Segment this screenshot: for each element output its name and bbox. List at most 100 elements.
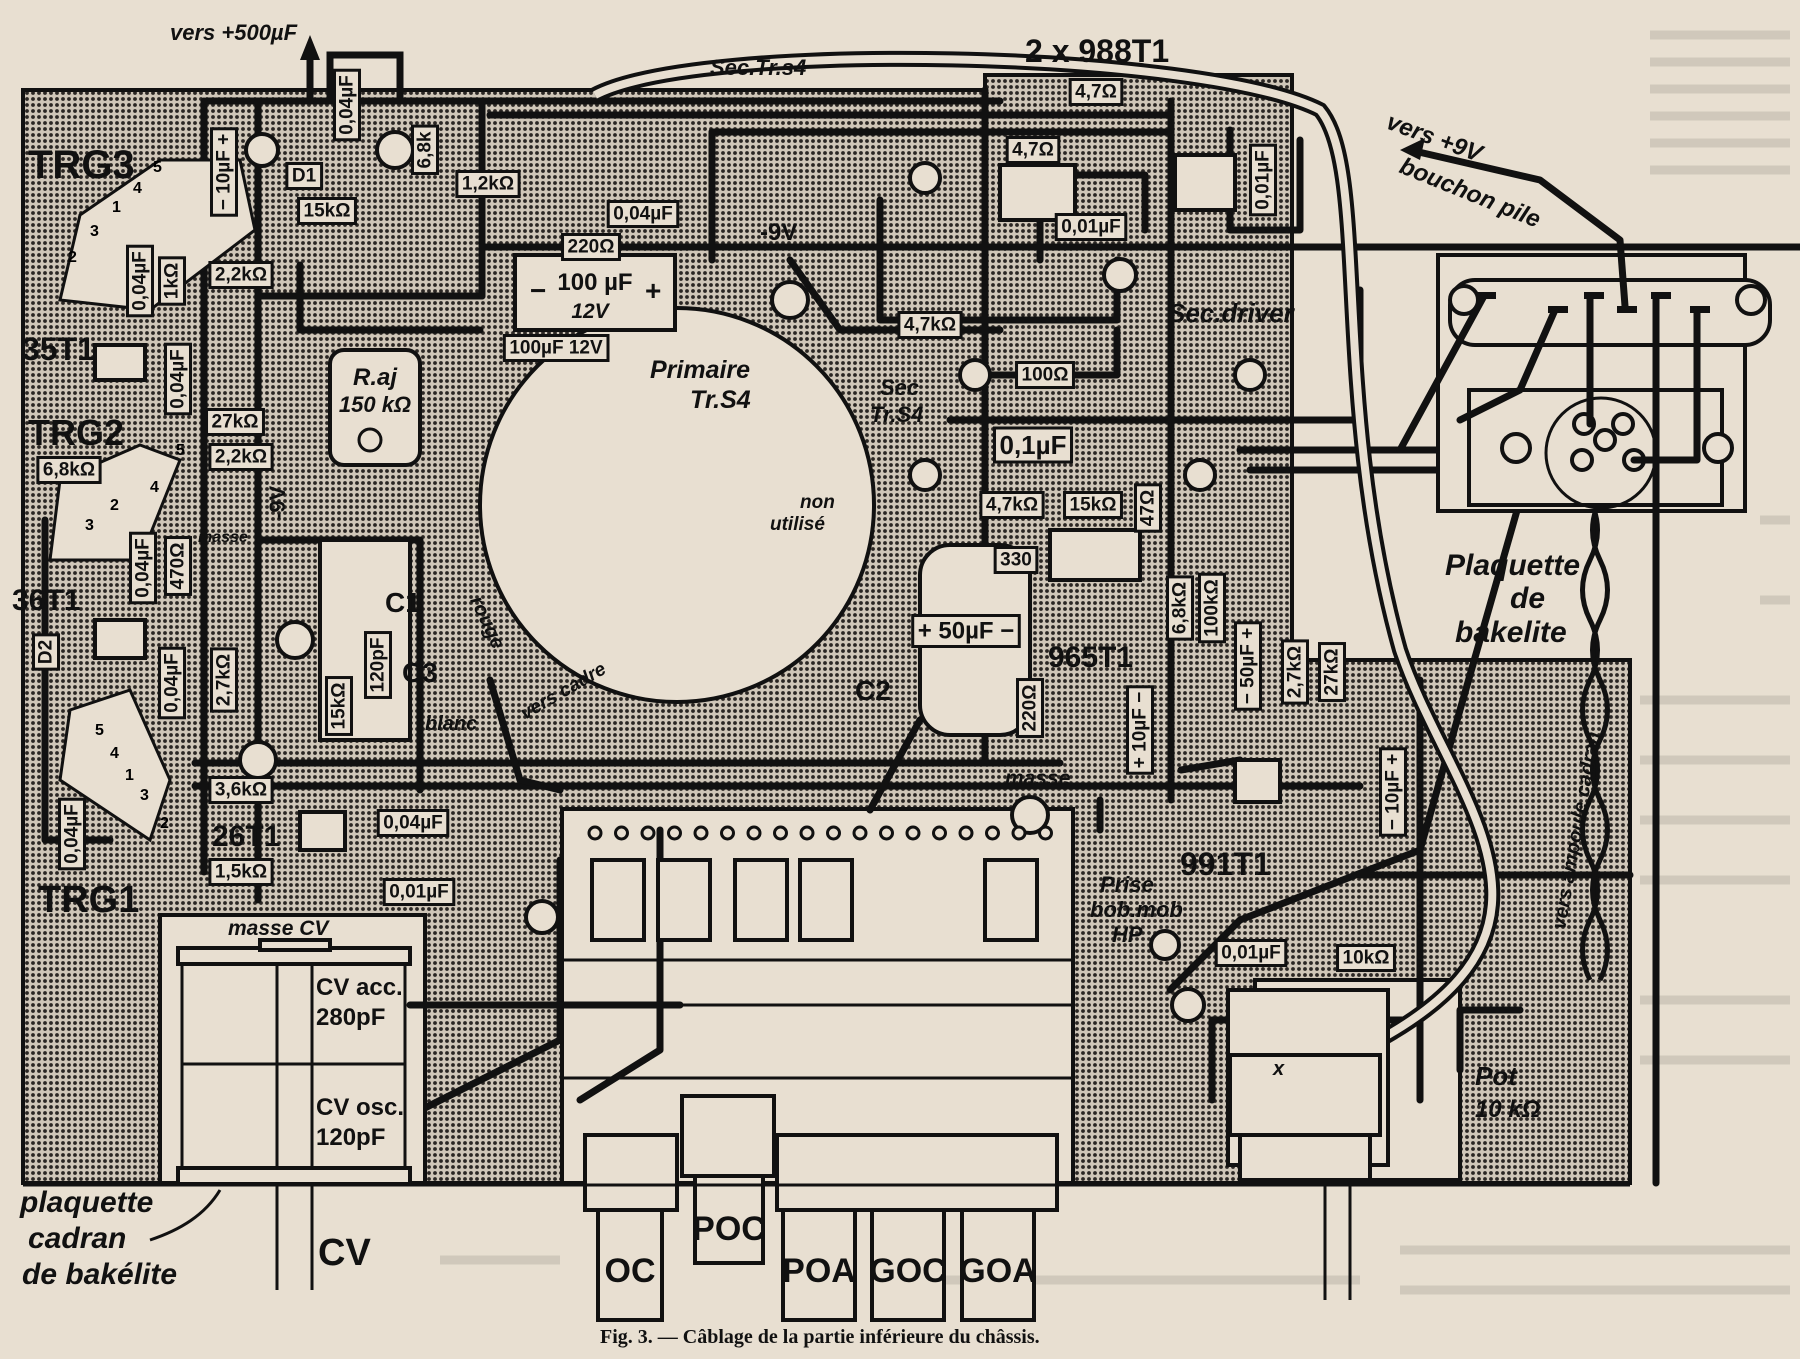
label-bob-mob: bob.mob [1090,897,1183,922]
capacitor: 0,01µF [1054,213,1128,241]
component-value: 15kΩ [329,683,350,730]
label-utilise: utilisé [770,514,825,535]
component-body [158,256,186,306]
resistor: 1,5kΩ [208,858,274,886]
component-body [1318,642,1346,702]
component-value: 27kΩ [212,412,259,433]
button-goc[interactable]: GOC [869,1208,947,1322]
masse-cv-label: masse CV [228,917,330,940]
label-blanc: blanc [425,713,477,735]
component-value: D2 [36,640,57,664]
pin: 5 [153,159,162,176]
switch-contact-hole [746,825,762,841]
label-sec: Sec [880,375,919,400]
component-body [1336,944,1396,972]
component-value: 2,7kΩ [1285,646,1306,698]
component-body [382,878,456,906]
component-body [208,261,274,289]
component-value: + 50µF − [918,618,1015,645]
component-value: 0,01µF [389,882,449,903]
component-value: 220Ω [568,237,615,258]
component-value: 100Ω [1022,365,1069,386]
capacitor: 0,04µF [376,809,450,837]
adjustable-resistor: R.aj 150 kΩ [328,348,422,467]
label-988t1: 2 x 988T1 [1025,33,1169,69]
capacitor: 0,1µF [992,426,1074,464]
label-pot-value: 10 kΩ [1475,1096,1541,1123]
component-body [126,244,154,318]
label-cadran: cadran [28,1222,126,1255]
component-value: 0,04µF [337,75,358,135]
component-value: 0,04µF [168,349,189,409]
component-value: 4,7kΩ [904,315,956,336]
switch-contact-hole [985,825,1000,841]
component-value: 6,8k [415,131,436,168]
resistor: 27kΩ [205,408,265,436]
component-value: 0,04µF [383,813,443,834]
component-body [1134,483,1162,533]
capacitor: − 10µF + [210,127,238,217]
cv-acc-label: CV acc. [316,974,403,1001]
resistor: 4,7kΩ [897,311,963,339]
label-prise: Prise [1100,872,1154,897]
component-body [32,633,60,671]
button-poa[interactable]: POA [781,1208,857,1322]
label-c1: C1 [385,587,421,618]
component-value: 2,2kΩ [215,265,267,286]
component-value: 2,2kΩ [215,447,267,468]
label-primaire-trs4: Tr.S4 [690,386,751,414]
diode: D2 [32,633,60,671]
resistor: 100kΩ [1198,572,1226,644]
component-value: 47Ω [1138,490,1159,526]
diode: D1 [285,162,324,190]
switch-contact-hole [1011,825,1027,841]
component-body [455,170,521,198]
resistor: 15kΩ [325,676,353,736]
component-value: 220Ω [1020,685,1041,732]
switch-contact-hole [720,825,735,841]
button-oc[interactable]: OC [596,1208,664,1322]
button-poc[interactable]: POC [692,1210,766,1248]
capacitor: 0,04µF [333,68,361,142]
pin: 3 [140,787,149,804]
component-value: 0,04µF [162,653,183,713]
component-body [1166,575,1194,641]
component-body [208,443,274,471]
component-body [1015,361,1075,389]
pin: 4 [150,479,159,496]
pin: 2 [110,497,119,514]
button-label: POC [692,1210,766,1248]
cv-osc-label: CV osc. [316,1094,404,1121]
pin: 1 [112,199,121,216]
component-value: 0,01µF [1221,943,1281,964]
label-trg1: TRG1 [38,879,139,921]
cv-acc-value: 280pF [316,1004,385,1031]
resistor: 330 [993,546,1039,574]
label-plaquette: Plaquette [1445,549,1580,582]
component-body [1249,143,1277,217]
label-de-bakelite: de bakélite [22,1258,177,1291]
variable-capacitor: masse CV CV acc. 280pF CV osc. 120pF [23,913,1630,1290]
label-vers-500uf: vers +500µF [170,20,298,45]
pin: 5 [95,722,104,739]
resistor: 15kΩ [1063,491,1123,519]
label-36t1: 36T1 [12,584,80,617]
component-value: − 50µF + [1238,628,1259,704]
switch-contact-hole [773,825,788,841]
background-article-text [440,30,1790,1295]
pin: 4 [133,180,142,197]
switch-contact-hole [799,825,815,841]
component-body [376,809,450,837]
pin: 1 [125,767,134,784]
resistor: 47Ω [1134,483,1162,533]
pot-x-mark: x [1272,1058,1285,1080]
capacitor: 0,04µF [126,244,154,318]
label-35t1: 35T1 [22,331,95,367]
switch-contact-hole [879,825,894,841]
figure-caption: Fig. 3. — Câblage de la partie inférieur… [600,1326,1040,1348]
button-goa[interactable]: GOA [959,1208,1037,1322]
component-value: 1kΩ [162,263,183,299]
resistor: 6,8kΩ [1166,575,1194,641]
component-value: + 10µF − [1130,692,1151,768]
